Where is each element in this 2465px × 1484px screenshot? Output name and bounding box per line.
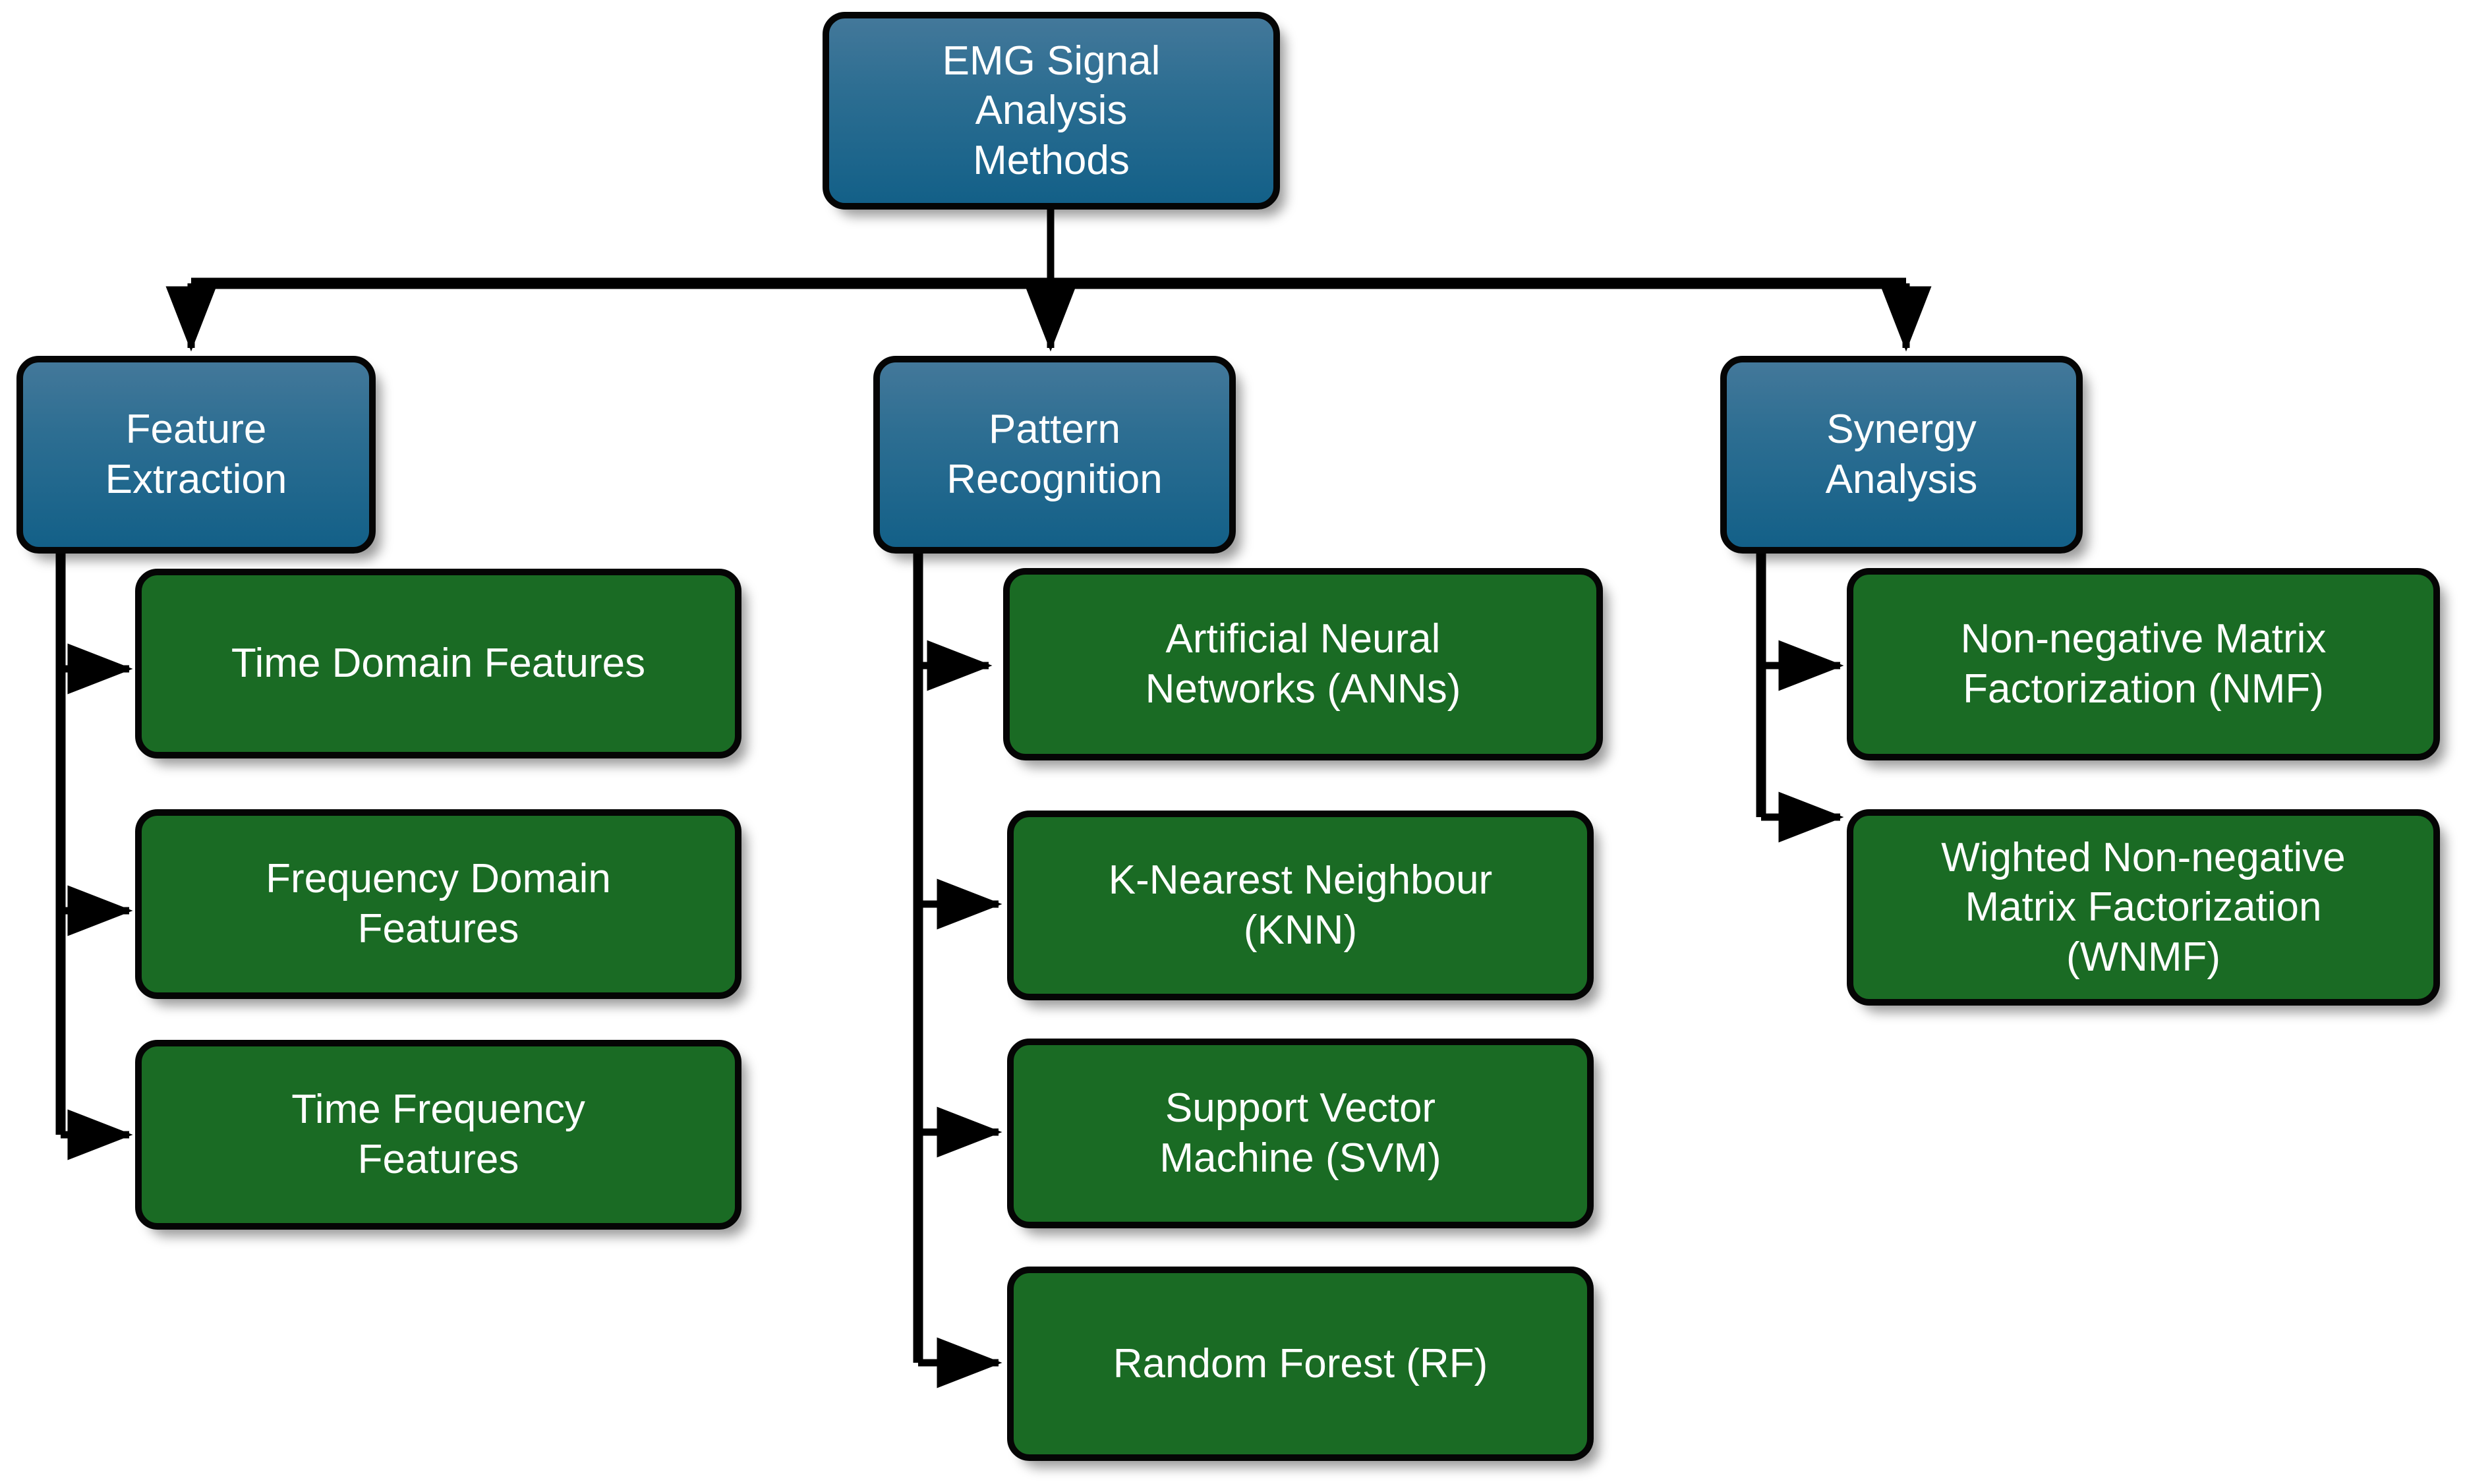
node-frequency-domain-features[interactable]: Frequency Domain Features: [135, 809, 741, 999]
node-root-label: EMG Signal Analysis Methods: [942, 38, 1161, 183]
node-feature-extraction[interactable]: Feature Extraction: [16, 356, 376, 554]
node-pattern-recognition-label: Pattern Recognition: [946, 407, 1163, 502]
node-support-vector-machine[interactable]: Support Vector Machine (SVM): [1007, 1039, 1594, 1228]
node-weighted-non-negative-matrix-factorization-label: Wighted Non-negative Matrix Factorizatio…: [1941, 834, 2346, 980]
node-k-nearest-neighbour[interactable]: K-Nearest Neighbour (KNN): [1007, 811, 1594, 1000]
node-artificial-neural-networks[interactable]: Artificial Neural Networks (ANNs): [1003, 568, 1603, 760]
node-time-frequency-features[interactable]: Time Frequency Features: [135, 1040, 741, 1230]
node-frequency-domain-features-label: Frequency Domain Features: [266, 856, 611, 952]
node-non-negative-matrix-factorization[interactable]: Non-negative Matrix Factorization (NMF): [1847, 568, 2440, 760]
node-synergy-analysis-label: Synergy Analysis: [1825, 407, 1978, 502]
node-root-emg-signal-analysis-methods[interactable]: EMG Signal Analysis Methods: [823, 12, 1280, 210]
node-time-domain-features-label: Time Domain Features: [231, 641, 646, 687]
node-weighted-non-negative-matrix-factorization[interactable]: Wighted Non-negative Matrix Factorizatio…: [1847, 809, 2440, 1006]
node-non-negative-matrix-factorization-label: Non-negative Matrix Factorization (NMF): [1960, 616, 2327, 712]
node-k-nearest-neighbour-label: K-Nearest Neighbour (KNN): [1108, 857, 1493, 953]
node-support-vector-machine-label: Support Vector Machine (SVM): [1159, 1085, 1441, 1181]
node-random-forest-label: Random Forest (RF): [1113, 1340, 1488, 1386]
node-random-forest[interactable]: Random Forest (RF): [1007, 1267, 1594, 1461]
node-time-frequency-features-label: Time Frequency Features: [291, 1087, 585, 1182]
node-time-domain-features[interactable]: Time Domain Features: [135, 569, 741, 758]
node-feature-extraction-label: Feature Extraction: [105, 407, 287, 502]
node-synergy-analysis[interactable]: Synergy Analysis: [1720, 356, 2083, 554]
node-pattern-recognition[interactable]: Pattern Recognition: [873, 356, 1236, 554]
node-artificial-neural-networks-label: Artificial Neural Networks (ANNs): [1145, 616, 1461, 712]
